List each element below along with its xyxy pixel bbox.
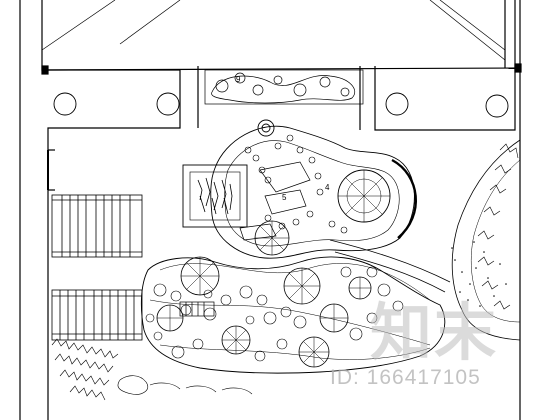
right-hedge [451, 139, 521, 341]
feature-9-label: 9 [236, 75, 241, 84]
top-planter: 9 [204, 69, 364, 105]
tree-3 [283, 267, 321, 305]
central-pond: 4 5 [210, 119, 418, 259]
tree-2 [180, 256, 220, 296]
shrubs [145, 266, 404, 362]
rock-edging [244, 134, 348, 234]
tree-5 [221, 325, 251, 355]
tree-8 [348, 276, 372, 300]
bench-cluster [179, 301, 215, 317]
pergola-lower [51, 289, 143, 341]
feature-4-label: 4 [325, 183, 330, 192]
building-walls [19, 0, 522, 420]
tree-6 [298, 336, 330, 368]
curved-walkway [329, 239, 451, 293]
pergola-upper [51, 194, 143, 258]
tree-1 [254, 220, 290, 256]
tree-7 [156, 304, 184, 332]
tree-4 [319, 303, 349, 333]
lawn-stipple [451, 241, 507, 307]
square-planter [182, 164, 248, 228]
trees [156, 220, 372, 368]
corner-planting [51, 338, 253, 401]
feature-5-label: 5 [282, 193, 287, 202]
column-circles [53, 92, 509, 118]
